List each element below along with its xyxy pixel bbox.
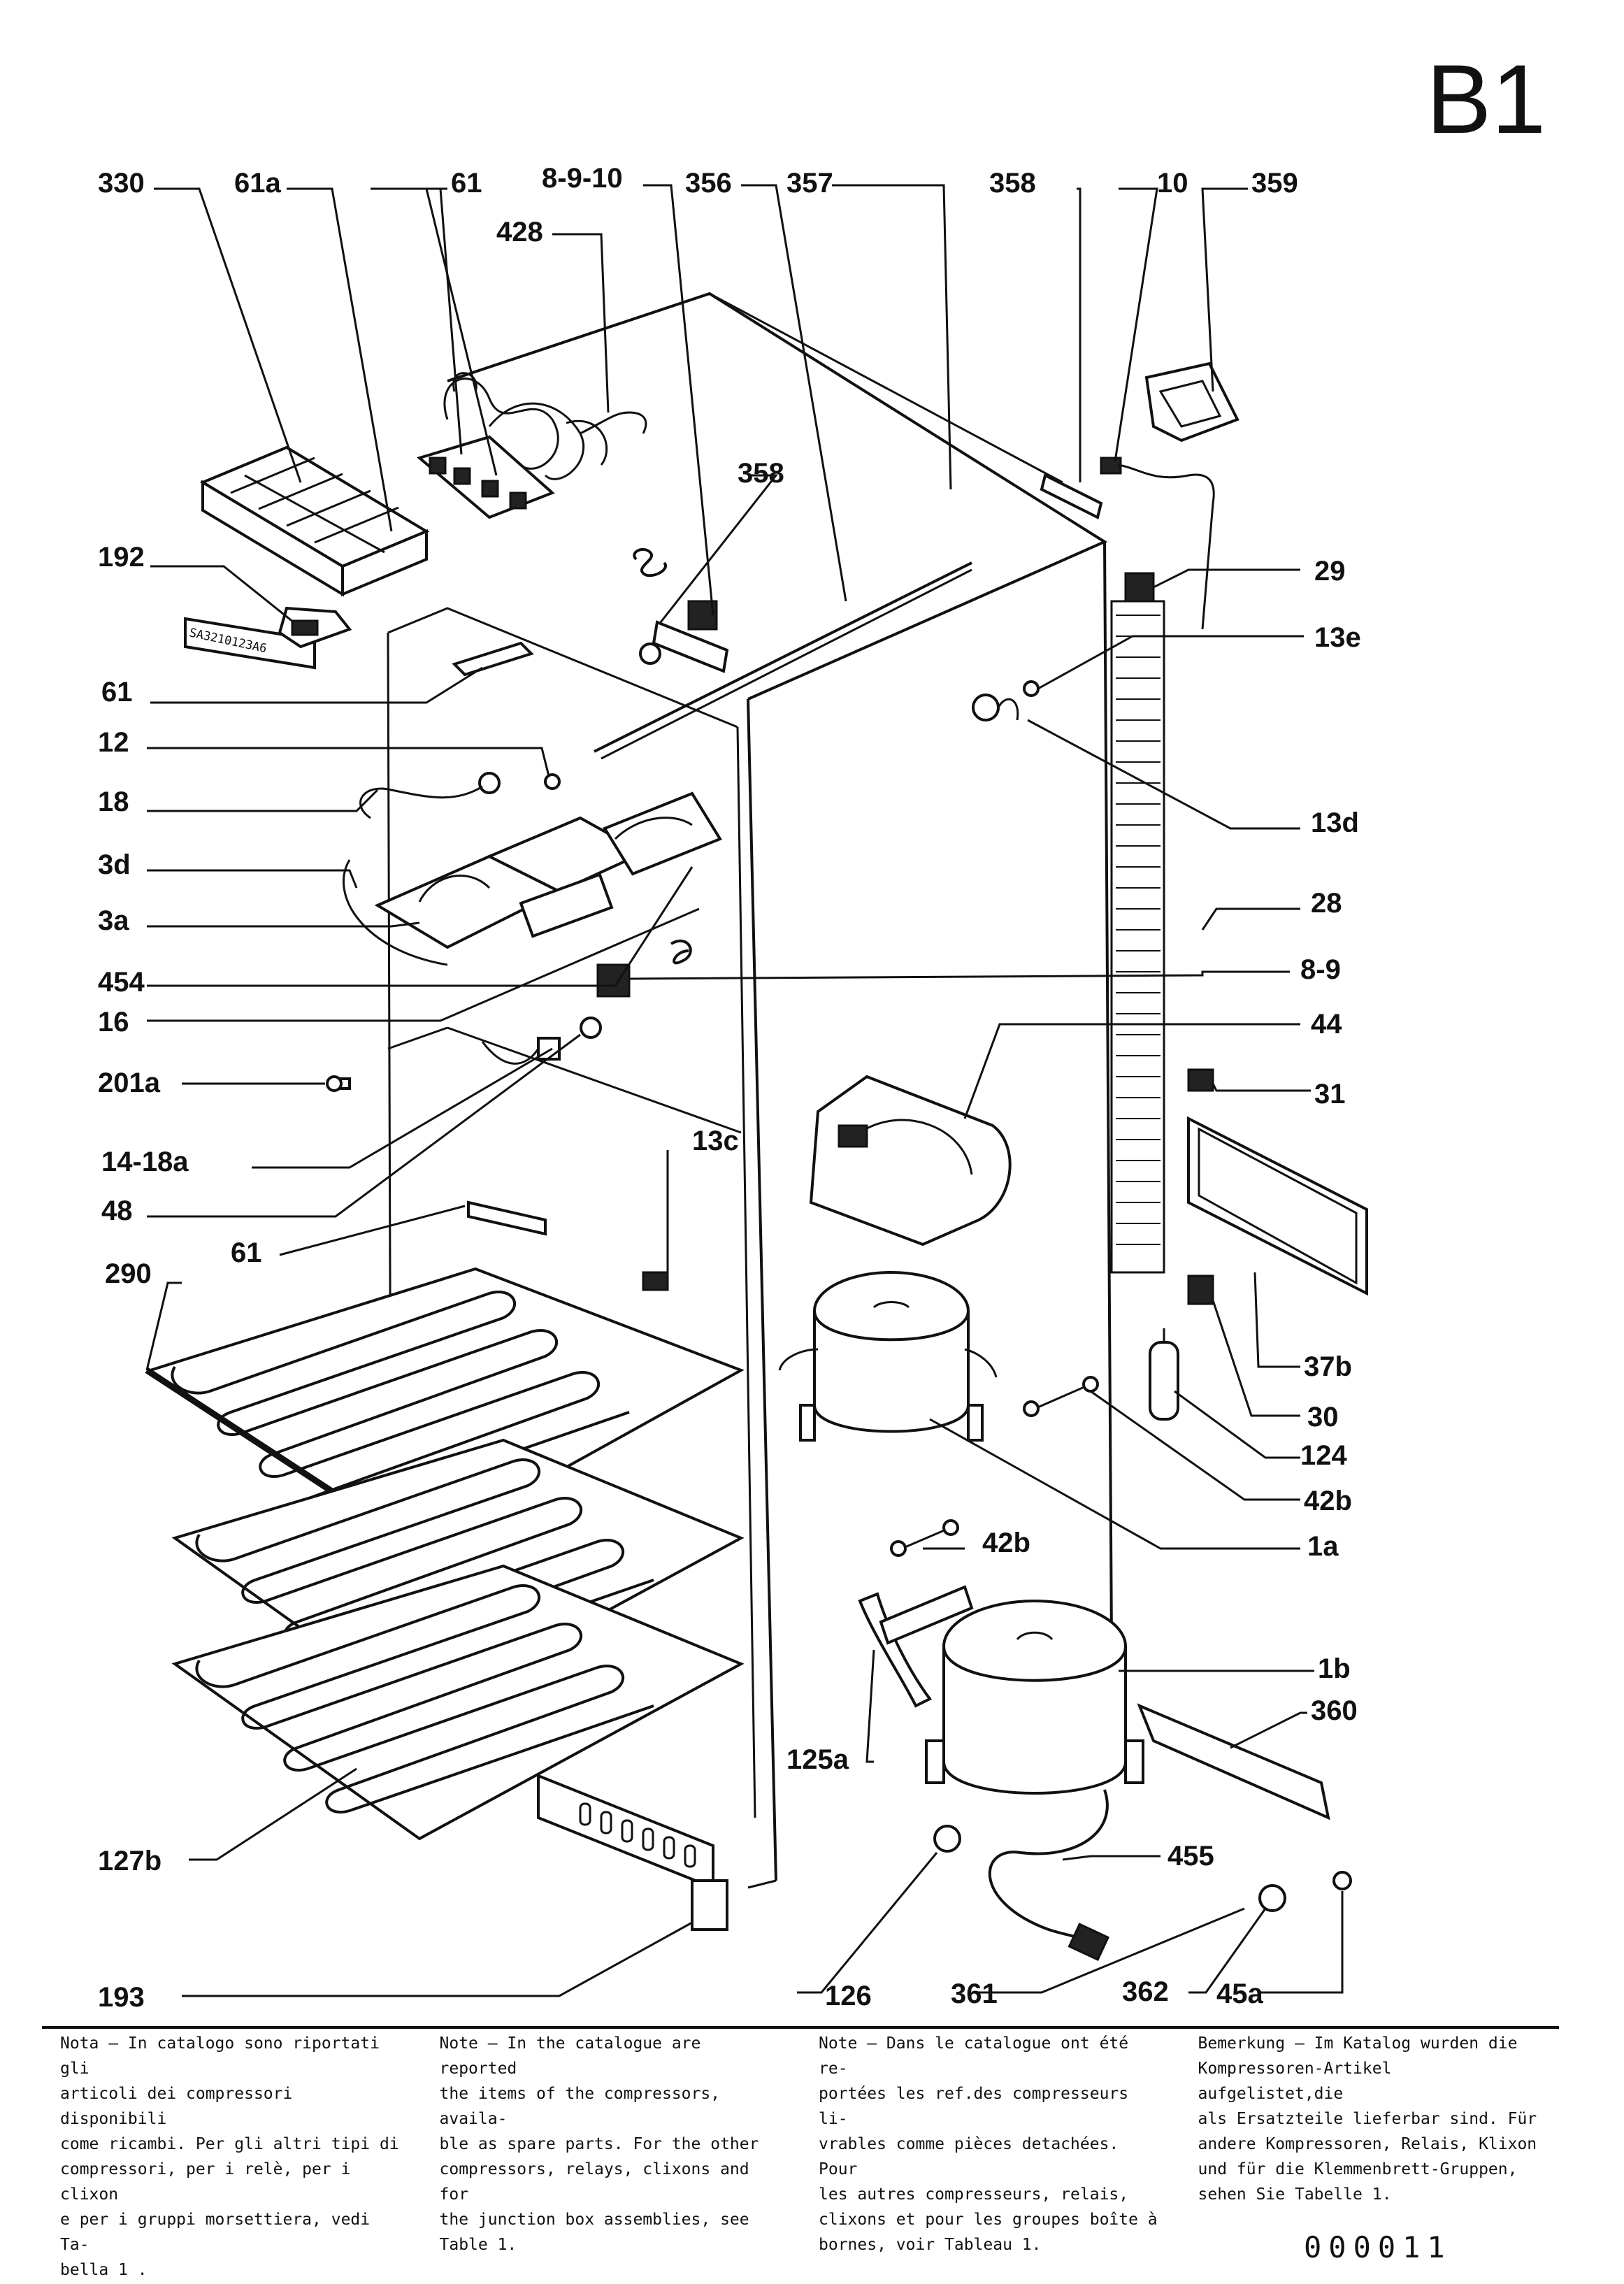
screw-12 (544, 773, 561, 790)
label-125a: 125a (786, 1744, 849, 1775)
leader-lines (145, 184, 1344, 1997)
label-29: 29 (1314, 556, 1346, 587)
label-16: 16 (98, 1007, 129, 1037)
lamp-cover (1144, 361, 1239, 443)
label-3d: 3d (98, 849, 131, 880)
label-1a: 1a (1307, 1531, 1339, 1562)
label-193: 193 (98, 1982, 145, 2013)
label-359: 359 (1251, 168, 1298, 199)
notes-section: Nota – In catalogo sono riportati gli ar… (42, 2031, 1559, 2279)
thermostat (633, 547, 729, 673)
label-455: 455 (1167, 1841, 1214, 1872)
drip-tray (809, 1075, 1012, 1247)
label-290: 290 (105, 1258, 152, 1289)
label-30: 30 (1307, 1402, 1339, 1432)
label-48: 48 (101, 1195, 133, 1226)
label-13d: 13d (1311, 807, 1359, 838)
part-labels: 330 61a 61 8-9-10 428 356 357 358 10 359… (98, 163, 1361, 2013)
ice-tray (199, 445, 430, 597)
label-28: 28 (1311, 888, 1342, 919)
filter-drier (1149, 1328, 1179, 1421)
label-356: 356 (685, 168, 732, 199)
connector-10 (1100, 457, 1215, 630)
compressor-1b (925, 1600, 1144, 1795)
capillary-tube (594, 561, 972, 753)
screw-201a (326, 1075, 351, 1092)
lamp-holder (278, 606, 352, 649)
label-201a: 201a (98, 1068, 161, 1098)
terminal-strip (467, 1200, 547, 1236)
note-german: Bemerkung – Im Katalog wurden die Kompre… (1198, 2034, 1537, 2204)
label-13e: 13e (1314, 622, 1361, 653)
light-housing (343, 816, 647, 966)
label-10: 10 (1157, 168, 1188, 199)
lamp-socket (481, 1017, 602, 1065)
bush-362 (1258, 1884, 1286, 1912)
label-127b: 127b (98, 1846, 161, 1876)
label-428: 428 (496, 217, 543, 247)
thermostat-knob (596, 939, 692, 998)
clip-42b-mid (890, 1519, 959, 1557)
grommet-126 (933, 1825, 961, 1853)
label-42b-right: 42b (1304, 1486, 1352, 1516)
label-18: 18 (98, 787, 129, 817)
clip-13c (642, 1271, 669, 1291)
label-8-9-10: 8-9-10 (542, 163, 623, 194)
label-126: 126 (825, 1981, 872, 2011)
tray-code-strip: SA3210123A6 (184, 617, 316, 670)
label-12: 12 (98, 727, 129, 758)
label-61a: 61a (234, 168, 281, 199)
notes-divider (42, 2026, 1559, 2029)
thermostat-capillary (580, 411, 647, 435)
light-diffuser (603, 791, 722, 876)
washer-13e (1023, 680, 1040, 697)
label-330: 330 (98, 168, 145, 199)
label-13c: 13c (692, 1126, 739, 1156)
power-cord (988, 1789, 1109, 1945)
wiring-harness (416, 372, 608, 519)
screw-13d (972, 694, 1000, 721)
label-192: 192 (98, 542, 145, 573)
label-361: 361 (951, 1978, 998, 2009)
clip-42b (1023, 1376, 1099, 1417)
label-360: 360 (1311, 1695, 1358, 1726)
label-14-18a: 14-18a (101, 1147, 189, 1177)
note-french: Note – Dans le catalogue ont été re- por… (819, 2034, 1158, 2254)
label-454: 454 (98, 967, 145, 998)
screw-45a (1332, 1871, 1352, 1890)
sheet-code: B1 (1426, 44, 1546, 154)
label-45a: 45a (1216, 1978, 1263, 2009)
label-357: 357 (786, 168, 833, 199)
label-37b: 37b (1304, 1351, 1352, 1382)
base-rail (1137, 1703, 1330, 1820)
label-362: 362 (1122, 1976, 1169, 2007)
mounting-pad (858, 1585, 974, 1708)
label-61-top: 61 (451, 168, 482, 199)
evaporator-plate (145, 1267, 745, 1841)
label-1b: 1b (1318, 1653, 1351, 1684)
document-number: 000011 (1304, 2230, 1452, 2264)
note-italian: Nota – In catalogo sono riportati gli ar… (60, 2034, 399, 2279)
label-44: 44 (1311, 1009, 1342, 1040)
label-31: 31 (1314, 1079, 1346, 1109)
label-124: 124 (1300, 1440, 1347, 1471)
terminal-cover (1187, 1116, 1368, 1296)
label-61-low: 61 (231, 1237, 262, 1268)
part-31 (1187, 1068, 1214, 1092)
relay-29 (1124, 572, 1155, 603)
label-358-top: 358 (989, 168, 1036, 199)
hinge (1040, 473, 1103, 519)
label-3a: 3a (98, 905, 129, 936)
note-english: Note – In the catalogue are reported the… (439, 2034, 759, 2254)
bracket-193 (691, 1879, 728, 1931)
relay-30 (1187, 1274, 1214, 1305)
label-8-9: 8-9 (1300, 954, 1341, 985)
label-358-mid: 358 (738, 458, 784, 489)
label-42b-mid: 42b (982, 1528, 1030, 1558)
compressor-1a (778, 1271, 998, 1442)
label-61-left: 61 (101, 677, 133, 708)
